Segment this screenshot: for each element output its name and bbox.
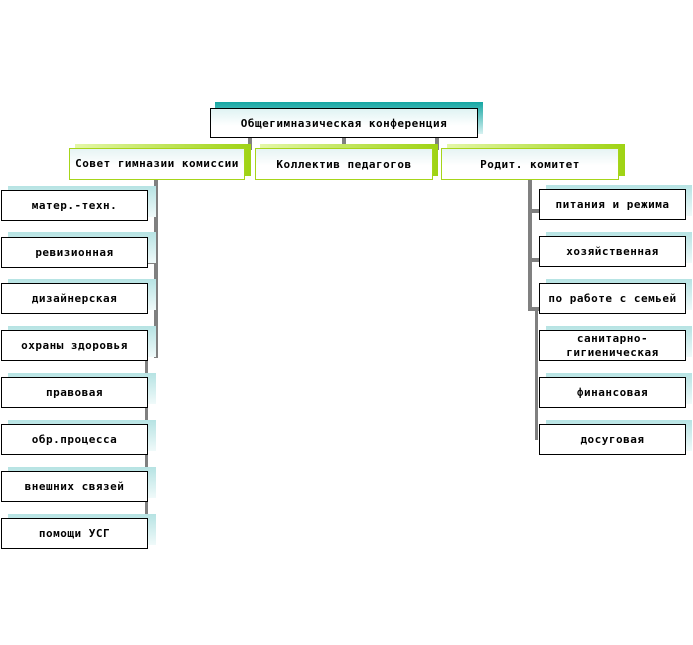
right-item-3: по работе с семьей: [539, 283, 686, 314]
left-item-7: внешних связей: [1, 471, 148, 502]
left-item-8-label: помощи УСГ: [38, 527, 111, 540]
left-item-1: матер.-техн.: [1, 190, 148, 221]
left-item-4-label: охраны здоровья: [21, 339, 128, 352]
left-item-8: помощи УСГ: [1, 518, 148, 549]
right-item-6-label: досуговая: [580, 433, 645, 446]
left-item-6: обр.процесса: [1, 424, 148, 455]
left-item-5: правовая: [1, 377, 148, 408]
right-item-2: хозяйственная: [539, 236, 686, 267]
left-connector-vertical: [154, 178, 158, 358]
parents-node-label: Родит. комитет: [480, 157, 580, 171]
teachers-node-label: Коллектив педагогов: [276, 157, 412, 171]
left-item-2-label: ревизионная: [35, 246, 114, 259]
council-node-label: Совет гимназии комиссии: [75, 157, 239, 170]
left-item-3-label: дизайнерская: [31, 292, 118, 305]
left-item-6-label: обр.процесса: [31, 433, 118, 446]
right-connector-branch-1: [528, 209, 540, 213]
left-item-1-label: матер.-техн.: [31, 199, 118, 212]
parents-node: Родит. комитет: [441, 148, 619, 180]
root-connector-right: [435, 134, 439, 150]
left-item-2: ревизионная: [1, 237, 148, 268]
left-item-4: охраны здоровья: [1, 330, 148, 361]
council-node: Совет гимназии комиссии: [69, 148, 245, 180]
right-item-1: питания и режима: [539, 189, 686, 220]
teachers-node: Коллектив педагогов: [255, 148, 433, 180]
root-node: Общегимназическая конференция: [210, 108, 478, 138]
root-connector-left: [248, 134, 252, 150]
right-connector-branch-3: [528, 307, 540, 311]
left-item-5-label: правовая: [46, 386, 103, 399]
root-connector-center: [342, 134, 346, 148]
right-item-3-label: по работе с семьей: [548, 291, 677, 305]
right-connector-vertical: [528, 178, 532, 310]
right-connector-branch-2: [528, 258, 540, 262]
right-connector-vertical-lower: [535, 310, 538, 440]
root-node-label: Общегимназическая конференция: [240, 116, 448, 130]
right-item-4: санитарно-гигиеническая: [539, 330, 686, 361]
left-item-3: дизайнерская: [1, 283, 148, 314]
right-item-4-label: санитарно-гигиеническая: [566, 331, 659, 359]
left-item-7-label: внешних связей: [24, 480, 125, 493]
right-item-1-label: питания и режима: [555, 198, 670, 211]
right-item-6: досуговая: [539, 424, 686, 455]
right-item-2-label: хозяйственная: [566, 245, 659, 258]
right-item-5: финансовая: [539, 377, 686, 408]
right-item-5-label: финансовая: [576, 386, 649, 399]
